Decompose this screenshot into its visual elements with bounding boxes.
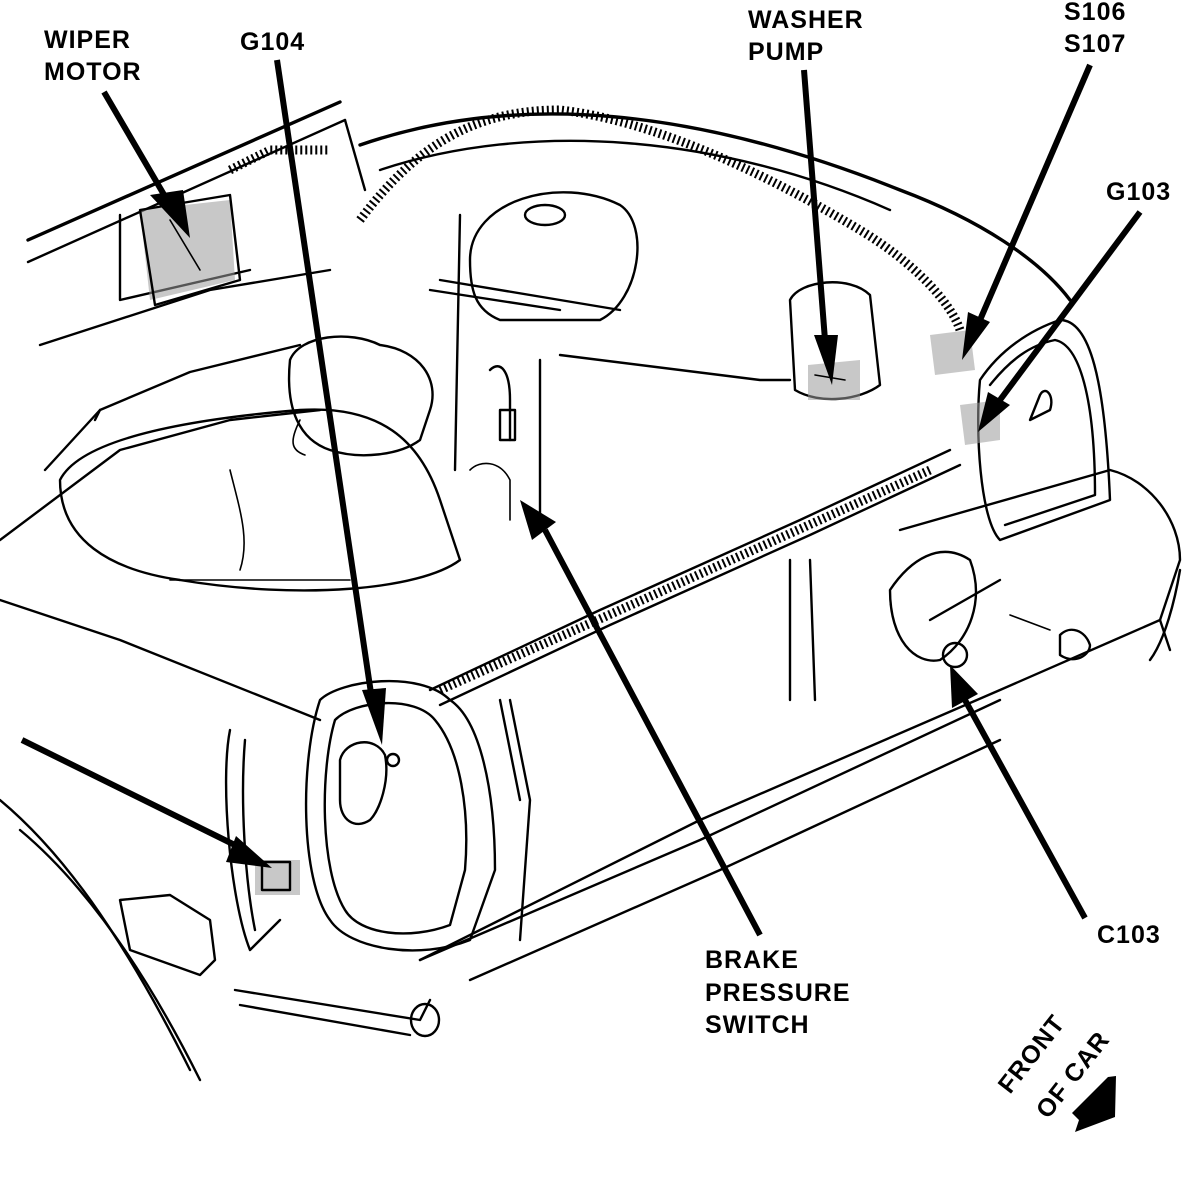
front-direction-arrow-icon <box>1072 1076 1116 1132</box>
horn <box>888 550 978 662</box>
label-g104: G104 <box>240 28 305 56</box>
front-harness <box>438 465 932 695</box>
label-brake-pressure-switch-line1: BRAKE <box>705 946 799 974</box>
front-of-car-indicator: FRONT OF CAR <box>993 1010 1116 1132</box>
g103-arrow <box>978 210 1143 432</box>
c103-arrow <box>950 665 1088 920</box>
wiper-motor-arrow <box>101 90 190 238</box>
callout-arrows <box>20 59 1143 937</box>
washer-pump-arrow <box>801 69 838 385</box>
hood-edge <box>358 112 1072 302</box>
label-brake-pressure-switch-line2: PRESSURE <box>705 979 851 1007</box>
label-s106: S106 <box>1064 0 1126 26</box>
upper-harness <box>356 105 965 332</box>
left-marker-connector <box>260 860 292 892</box>
master-cylinder <box>468 191 639 322</box>
vehicle-illustration <box>0 100 1182 1082</box>
radiator-support <box>428 448 952 692</box>
label-s107: S107 <box>1064 30 1126 58</box>
left-marker-arrow <box>20 737 272 868</box>
label-g103: G103 <box>1106 178 1171 206</box>
engine-block <box>58 408 462 592</box>
left-bumper <box>233 988 432 1022</box>
g104-ground-point <box>385 752 401 768</box>
label-washer-pump-line2: PUMP <box>748 38 824 66</box>
label-wiper-motor-line1: WIPER <box>44 26 131 54</box>
left-headlamp <box>304 679 497 952</box>
c103-connector <box>941 641 969 669</box>
distributor <box>287 335 434 457</box>
cowl-harness <box>227 145 330 175</box>
right-bumper <box>418 468 1182 962</box>
wiper-motor <box>138 193 242 307</box>
g104-arrow <box>274 59 386 745</box>
label-wiper-motor-line2: MOTOR <box>44 58 142 86</box>
label-washer-pump-line1: WASHER <box>748 6 864 34</box>
s106-s107-arrow <box>962 63 1093 360</box>
callout-labels: WIPER MOTOR G104 WASHER PUMP S106 S107 G… <box>44 0 1171 1039</box>
left-fender <box>0 598 322 722</box>
label-c103: C103 <box>1097 921 1161 949</box>
brake-pressure-switch-arrow <box>520 500 763 937</box>
right-headlamp <box>976 318 1112 542</box>
label-brake-pressure-switch-line3: SWITCH <box>705 1011 810 1039</box>
